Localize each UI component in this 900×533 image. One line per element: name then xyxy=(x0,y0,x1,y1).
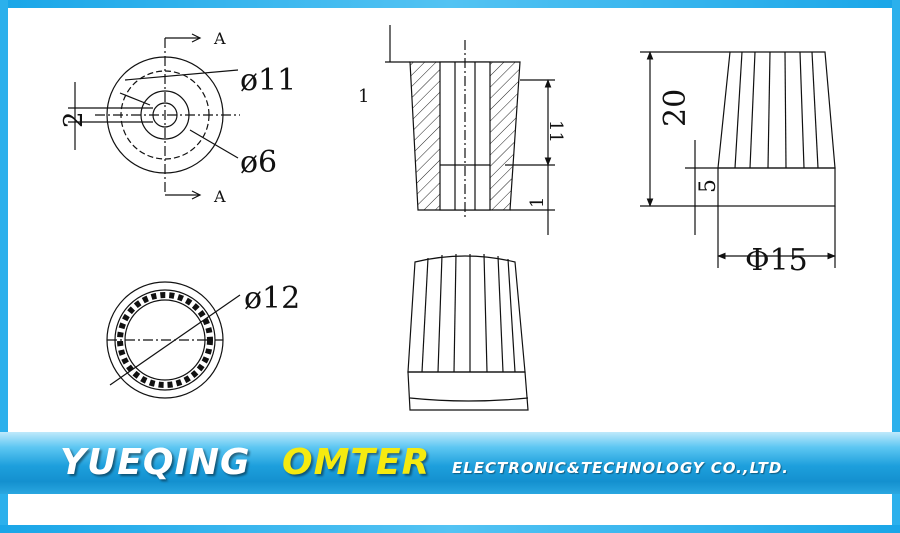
knob-3d-skirt-edge xyxy=(409,397,529,402)
leader-inner-2 xyxy=(119,92,151,106)
rib3d-7 xyxy=(507,258,516,373)
left-border xyxy=(0,0,8,533)
rib-2 xyxy=(749,51,756,169)
rib3d-5 xyxy=(483,253,488,373)
leader-outer xyxy=(124,69,239,81)
side-view xyxy=(640,51,836,268)
dim-section-bottom: 1 xyxy=(527,197,548,208)
company-suffix: ELECTRONIC&TECHNOLOGY CO.,LTD. xyxy=(452,459,790,477)
dim-outer-diameter: ø11 xyxy=(240,63,296,98)
dim-knob-diameter: Φ15 xyxy=(745,243,808,278)
rib-1 xyxy=(734,51,743,169)
rib3d-6 xyxy=(497,255,504,373)
rib3d-2 xyxy=(437,254,443,373)
rib-5 xyxy=(799,51,805,169)
section-label-top: A xyxy=(213,29,226,48)
rib3d-1 xyxy=(421,257,429,373)
top-border xyxy=(0,0,900,8)
knob-3d-skirt xyxy=(407,371,529,411)
bottom-view xyxy=(106,281,241,399)
dim-inner-diameter: ø6 xyxy=(240,145,277,180)
dim-flat: 2 xyxy=(59,111,89,128)
dim-section-top: 1 xyxy=(358,86,369,107)
company-banner: YUEQING OMTER ELECTRONIC&TECHNOLOGY CO.,… xyxy=(0,432,900,494)
rib-4 xyxy=(784,51,787,169)
dim-bottom-diameter: ø12 xyxy=(244,281,300,316)
dim-knob-height: 20 xyxy=(658,89,693,127)
brand-name: OMTER xyxy=(282,442,431,483)
rib-6 xyxy=(811,51,819,169)
rib-3 xyxy=(767,51,771,169)
bottom-leader xyxy=(109,294,241,386)
dim-section-depth: 11 xyxy=(545,120,566,143)
right-border xyxy=(892,0,900,533)
section-view xyxy=(385,25,555,235)
rib3d-3 xyxy=(453,253,457,373)
perspective-knob xyxy=(407,253,529,411)
bottom-border xyxy=(0,525,900,533)
knob-3d-body xyxy=(407,255,526,373)
section-label-bottom: A xyxy=(213,187,226,206)
section-arrow-top xyxy=(191,33,202,43)
knob-skirt xyxy=(717,167,836,207)
top-view xyxy=(68,33,240,200)
section-arrow-bottom xyxy=(191,190,202,200)
leader-inner xyxy=(189,129,239,159)
dim-knob-skirt: 5 xyxy=(696,179,721,193)
company-name: YUEQING xyxy=(60,442,251,483)
